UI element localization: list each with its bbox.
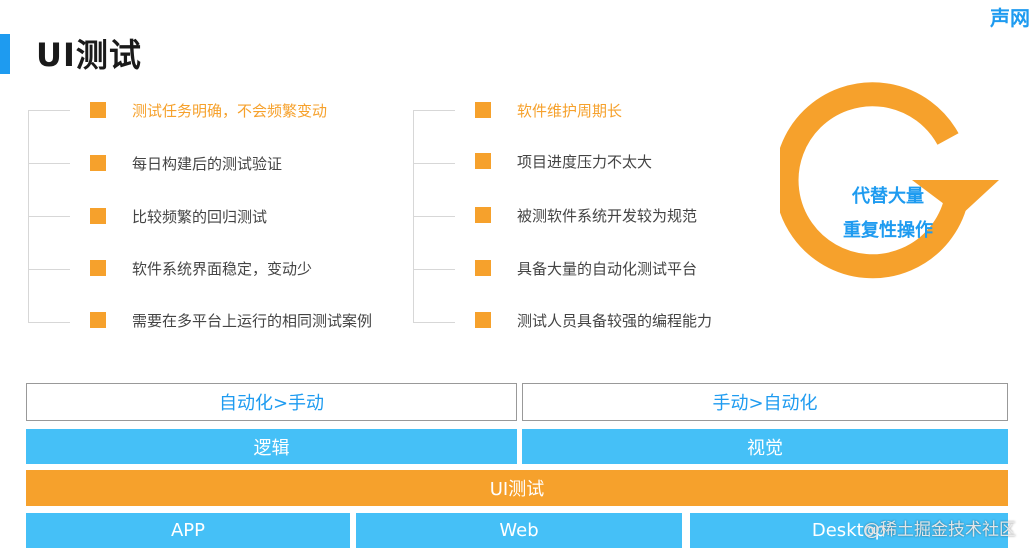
list-connector <box>28 163 70 164</box>
ui-testing-layer: UI测试 <box>26 470 1008 506</box>
square-bullet-icon <box>90 312 106 328</box>
list-item-label: 每日构建后的测试验证 <box>132 154 283 173</box>
list-item: 被测软件系统开发较为规范 <box>475 203 697 227</box>
list-item-label: 项目进度压力不太大 <box>517 152 653 171</box>
platform-desktop: Desktop <box>690 513 1008 548</box>
square-bullet-icon <box>475 260 491 276</box>
cycle-text-line1: 代替大量 <box>852 186 924 207</box>
manual-over-auto-box: 手动>自动化 <box>522 383 1008 421</box>
auto-over-manual-box: 自动化>手动 <box>26 383 517 421</box>
list-item: 具备大量的自动化测试平台 <box>475 256 697 280</box>
list-item: 每日构建后的测试验证 <box>90 151 282 175</box>
title-accent-bar <box>0 34 10 74</box>
cycle-arrow-graphic: 代替大量 重复性操作 <box>774 76 1006 316</box>
square-bullet-icon <box>90 260 106 276</box>
list-item: 比较频繁的回归测试 <box>90 204 267 228</box>
list-connector <box>28 322 70 323</box>
list-connector <box>413 269 455 270</box>
list-connector <box>413 163 455 164</box>
list-item-label: 被测软件系统开发较为规范 <box>517 206 698 225</box>
list-item: 测试任务明确，不会频繁变动 <box>90 98 327 122</box>
list-item-label: 具备大量的自动化测试平台 <box>517 259 698 278</box>
square-bullet-icon <box>475 153 491 169</box>
right-condition-list: 软件维护周期长 项目进度压力不太大 被测软件系统开发较为规范 具备大量的自动化测… <box>413 96 743 336</box>
list-item-label: 软件系统界面稳定，变动少 <box>132 259 313 278</box>
list-item: 需要在多平台上运行的相同测试案例 <box>90 308 372 332</box>
square-bullet-icon <box>90 155 106 171</box>
list-item-label: 比较频繁的回归测试 <box>132 207 268 226</box>
visual-layer: 视觉 <box>522 429 1008 464</box>
list-connector <box>413 110 455 111</box>
list-connector <box>28 216 70 217</box>
square-bullet-icon <box>475 312 491 328</box>
left-condition-list: 测试任务明确，不会频繁变动 每日构建后的测试验证 比较频繁的回归测试 软件系统界… <box>28 96 372 336</box>
platform-app: APP <box>26 513 350 548</box>
list-item-label: 软件维护周期长 <box>517 101 623 120</box>
list-connector <box>413 322 455 323</box>
platform-web: Web <box>356 513 682 548</box>
square-bullet-icon <box>475 102 491 118</box>
page-title: UI测试 <box>36 36 142 74</box>
list-connector <box>28 269 70 270</box>
square-bullet-icon <box>475 207 491 223</box>
brand-logo: 声网 <box>990 6 1030 30</box>
list-item: 测试人员具备较强的编程能力 <box>475 308 712 332</box>
square-bullet-icon <box>90 208 106 224</box>
logic-layer: 逻辑 <box>26 429 517 464</box>
list-item: 软件维护周期长 <box>475 98 622 122</box>
list-connector <box>413 216 455 217</box>
cycle-text-line2: 重复性操作 <box>843 220 933 241</box>
list-item: 项目进度压力不太大 <box>475 149 652 173</box>
list-connector <box>28 110 70 111</box>
list-item: 软件系统界面稳定，变动少 <box>90 256 312 280</box>
watermark: @稀土掘金技术社区 <box>863 520 1016 540</box>
cycle-arrow-icon <box>774 82 999 279</box>
list-item-label: 测试任务明确，不会频繁变动 <box>132 101 328 120</box>
list-item-label: 需要在多平台上运行的相同测试案例 <box>132 311 373 330</box>
list-item-label: 测试人员具备较强的编程能力 <box>517 311 713 330</box>
square-bullet-icon <box>90 102 106 118</box>
